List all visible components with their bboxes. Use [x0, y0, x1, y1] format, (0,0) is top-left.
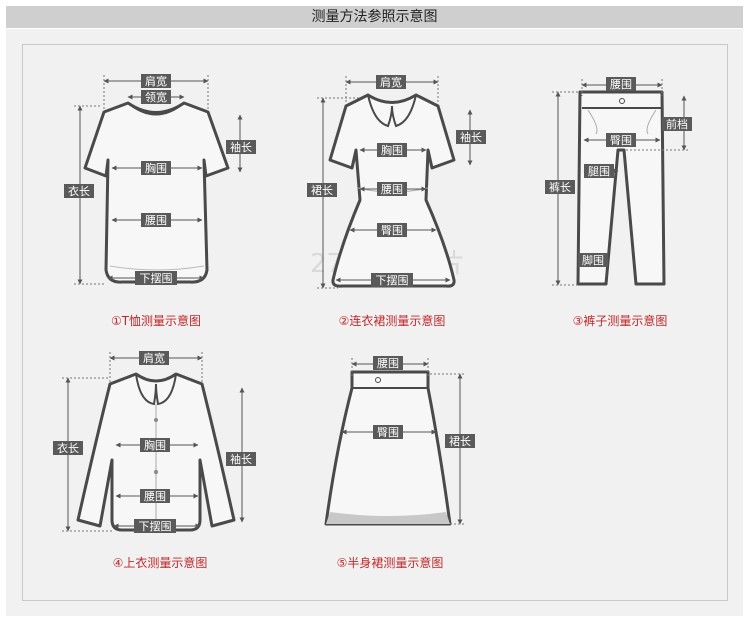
svg-text:腰围: 腰围	[381, 183, 403, 196]
svg-text:臀围: 臀围	[610, 134, 632, 147]
tshirt-outline	[83, 101, 230, 284]
dress-sleeve-label: 袖长	[456, 130, 486, 144]
svg-text:臀围: 臀围	[381, 224, 403, 237]
diagram-frame	[22, 44, 728, 601]
svg-text:腰围: 腰围	[610, 78, 632, 91]
svg-text:衣长: 衣长	[68, 184, 90, 198]
dress-waist-label: 腰围	[377, 182, 407, 196]
svg-text:衣长: 衣长	[57, 441, 79, 455]
svg-text:肩宽: 肩宽	[143, 351, 165, 365]
svg-text:下摆围: 下摆围	[140, 271, 173, 285]
svg-text:袖长: 袖长	[230, 452, 252, 466]
pants-length-label: 裤长	[545, 180, 575, 194]
skirt-length-label: 裙长	[445, 434, 475, 448]
top-hem-label: 下摆围	[134, 519, 176, 533]
svg-text:胸围: 胸围	[144, 438, 166, 452]
tshirt-chest-label: 胸围	[141, 161, 171, 175]
svg-text:臀围: 臀围	[377, 426, 399, 439]
dress-caption: ②连衣裙测量示意图	[339, 313, 446, 328]
top-shoulder-label: 肩宽	[139, 351, 169, 365]
svg-text:下摆围: 下摆围	[376, 273, 409, 287]
pants-foot-label: 脚围	[578, 253, 608, 267]
svg-text:袖长: 袖长	[230, 140, 252, 154]
dress-chest-label: 胸围	[377, 143, 407, 157]
pants-rise-label: 前档	[662, 117, 692, 131]
skirt-caption: ⑤半身裙测量示意图	[337, 555, 444, 570]
pants-diagram: 腰围 前档 臀围 腿围 裤长 脚围 ③裤子测量示意图	[545, 77, 692, 328]
top-diagram: 肩宽 衣长 胸围 袖长 腰围 下摆围 ④上衣测量示意图	[53, 351, 256, 570]
svg-text:肩宽: 肩宽	[145, 74, 167, 88]
svg-text:裙长: 裙长	[311, 184, 333, 197]
top-length-label: 衣长	[53, 441, 83, 455]
dress-hip-label: 臀围	[377, 223, 407, 237]
skirt-waist-label: 腰围	[373, 356, 403, 370]
tshirt-waist-label: 腰围	[141, 213, 171, 227]
svg-text:领宽: 领宽	[145, 90, 167, 104]
svg-text:裙长: 裙长	[449, 435, 471, 448]
pants-caption: ③裤子测量示意图	[573, 313, 668, 328]
svg-text:脚围: 脚围	[582, 253, 604, 267]
svg-text:腰围: 腰围	[145, 214, 167, 227]
tshirt-length-label: 衣长	[64, 184, 94, 198]
dress-shoulder-label: 肩宽	[376, 75, 406, 89]
svg-text:肩宽: 肩宽	[380, 75, 402, 89]
svg-text:前档: 前档	[666, 117, 688, 131]
dress-hem-label: 下摆围	[371, 273, 413, 287]
top-chest-label: 胸围	[140, 438, 170, 452]
pants-hip-label: 臀围	[606, 133, 636, 147]
page-title: 测量方法参照示意图	[6, 6, 743, 28]
svg-text:袖长: 袖长	[460, 130, 482, 144]
svg-text:腰围: 腰围	[377, 357, 399, 370]
tshirt-caption: ①T恤测量示意图	[111, 313, 201, 328]
dress-length-label: 裙长	[307, 183, 337, 197]
top-sleeve-label: 袖长	[226, 452, 256, 466]
top-waist-label: 腰围	[140, 489, 170, 503]
skirt-hip-label: 臀围	[373, 425, 403, 439]
svg-text:裤长: 裤长	[549, 180, 571, 194]
pants-thigh-label: 腿围	[584, 164, 614, 178]
top-caption: ④上衣测量示意图	[113, 555, 208, 570]
svg-text:腰围: 腰围	[144, 490, 166, 503]
tshirt-shoulder-label: 肩宽	[141, 74, 171, 88]
skirt-diagram: 腰围 臀围 裙长 ⑤半身裙测量示意图	[324, 356, 475, 570]
svg-text:胸围: 胸围	[145, 161, 167, 175]
svg-text:胸围: 胸围	[381, 143, 403, 157]
pants-waist-label: 腰围	[606, 77, 636, 91]
tshirt-sleeve-label: 袖长	[226, 140, 256, 154]
tshirt-hem-label: 下摆围	[135, 271, 177, 285]
skirt-outline	[324, 370, 452, 526]
dress-diagram: 肩宽 袖长 胸围 裙长 腰围 臀围 下摆围 ②连衣裙测量示意图	[307, 75, 486, 328]
svg-text:腿围: 腿围	[588, 165, 610, 178]
svg-text:下摆围: 下摆围	[139, 519, 172, 533]
tshirt-neck-label: 领宽	[141, 90, 171, 104]
tshirt-diagram: 肩宽 领宽 袖长 胸围 衣长 腰围 下摆围 ①T恤测量示意图	[64, 74, 256, 328]
